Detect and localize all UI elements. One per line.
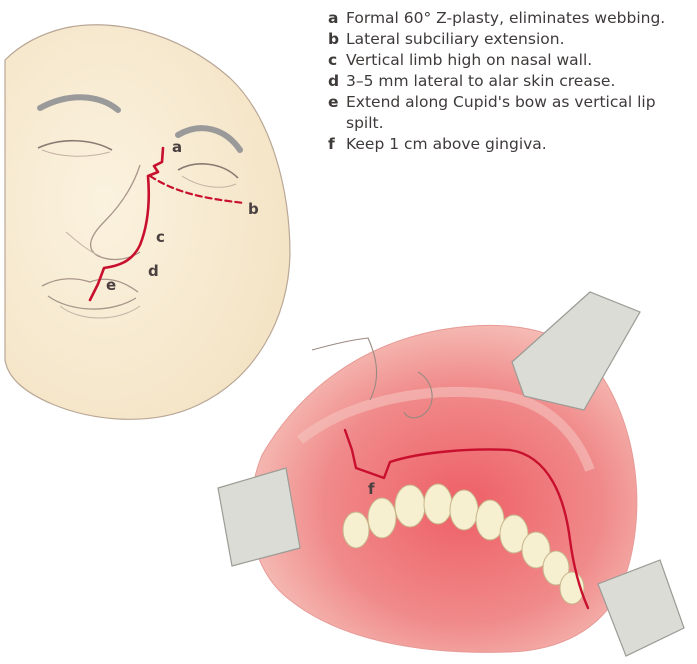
legend-key: d <box>328 71 346 92</box>
legend-key: e <box>328 92 346 134</box>
oral-view-illustration: f <box>218 292 684 656</box>
legend-text: Formal 60° Z-plasty, eliminates webbing. <box>346 8 690 29</box>
legend-key: a <box>328 8 346 29</box>
legend-text: Extend along Cupid's bow as vertical lip… <box>346 92 690 134</box>
legend-text: Keep 1 cm above gingiva. <box>346 134 690 155</box>
retractor-top <box>512 292 640 410</box>
label-a: a <box>172 138 182 156</box>
label-c: c <box>156 228 165 246</box>
label-e: e <box>106 276 116 294</box>
legend-text: Vertical limb high on nasal wall. <box>346 50 690 71</box>
legend-key: c <box>328 50 346 71</box>
legend-text: 3–5 mm lateral to alar skin crease. <box>346 71 690 92</box>
legend-text: Lateral subciliary extension. <box>346 29 690 50</box>
label-d: d <box>148 262 159 280</box>
retractor-left <box>218 468 300 566</box>
face-illustration: a b c d e <box>5 25 290 420</box>
label-f: f <box>368 480 375 498</box>
label-b: b <box>248 200 259 218</box>
legend-key: f <box>328 134 346 155</box>
legend-key: b <box>328 29 346 50</box>
